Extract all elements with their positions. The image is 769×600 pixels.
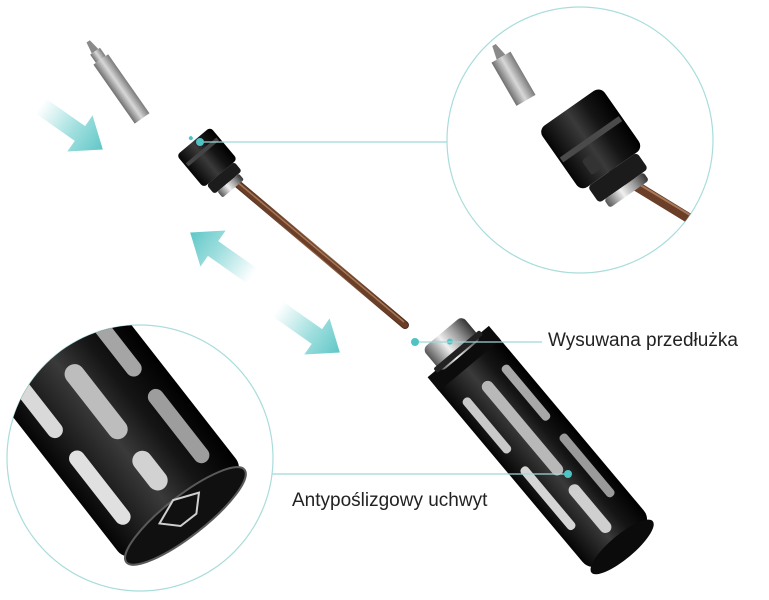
- bit-holder: [178, 128, 244, 197]
- arrow-icon: [35, 98, 103, 152]
- grip-label: Antypoślizgowy uchwyt: [292, 490, 488, 511]
- handle: [424, 318, 654, 575]
- arrow-icon: [190, 230, 258, 284]
- callout-dot: [196, 138, 204, 146]
- arrow-icon: [272, 301, 340, 355]
- callout-dot: [564, 470, 572, 478]
- screwdriver-bit: [86, 40, 150, 124]
- zoom-detail-bit-holder: [446, 6, 714, 274]
- zoom-detail-grip: [6, 324, 274, 592]
- extension-label: Wysuwana przedłużka: [548, 330, 738, 351]
- screwdriver: [86, 40, 654, 575]
- callout-dot: [411, 338, 419, 346]
